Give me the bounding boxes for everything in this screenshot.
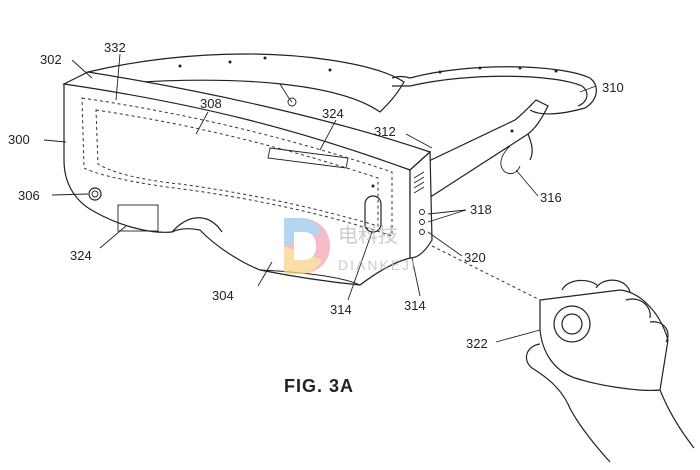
label-316: 316 [540,190,562,205]
label-322: 322 [466,336,488,351]
top-frame-band [86,53,405,113]
label-308: 308 [200,96,222,111]
label-300: 300 [8,132,30,147]
label-304: 304 [212,288,234,303]
label-324-top: 324 [322,106,344,121]
headband-strap [391,66,597,115]
leader-lines [43,53,597,343]
label-314-right: 314 [404,298,426,313]
hand-with-remote [525,279,695,463]
label-306: 306 [18,188,40,203]
label-320: 320 [464,250,486,265]
label-324-bottom: 324 [70,248,92,263]
label-332: 332 [104,40,126,55]
front-housing [62,71,433,286]
label-302: 302 [40,52,62,67]
label-312: 312 [374,124,396,139]
label-318: 318 [470,202,492,217]
label-314-left: 314 [330,302,352,317]
watermark-latin: DIANKEJI [338,257,417,273]
watermark: 电科技 DIANKEJI [284,218,417,274]
figure-caption: FIG. 3A [284,376,354,396]
label-310: 310 [602,80,624,95]
watermark-chinese: 电科技 [338,223,398,247]
side-arm [409,99,549,197]
watermark-logo [284,218,330,274]
